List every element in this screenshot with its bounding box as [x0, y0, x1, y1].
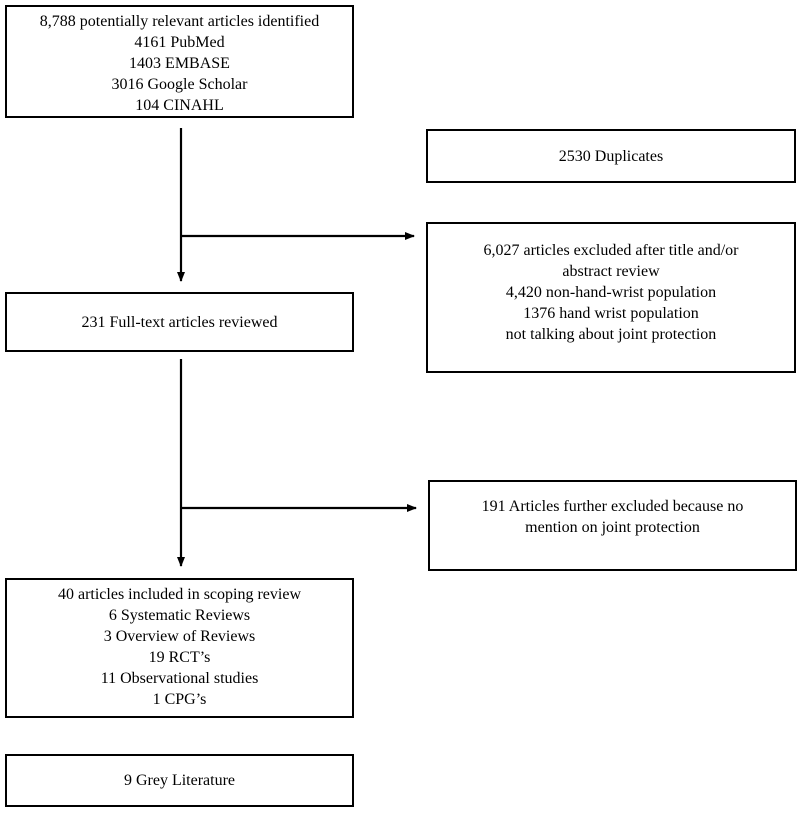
full-text-box: 231 Full-text articles reviewed [5, 292, 354, 352]
excluded-full-text-box: 191 Articles further excluded because no… [428, 480, 797, 571]
identified-cinahl: 104 CINAHL [135, 97, 224, 114]
excluded-non-hand-wrist: 4,420 non-hand-wrist population [505, 284, 717, 301]
excluded-full-text-line-2: mention on joint protection [525, 519, 700, 536]
included-observational-studies: 11 Observational studies [100, 670, 259, 687]
included-cpgs: 1 CPG’s [152, 691, 207, 708]
excluded-full-text-line-1: 191 Articles further excluded because no [481, 498, 744, 515]
grey-literature-count: 9 Grey Literature [123, 772, 236, 789]
excluded-title-abstract-box: 6,027 articles excluded after title and/… [426, 222, 796, 373]
duplicates-count: 2530 Duplicates [558, 147, 664, 165]
excluded-hand-wrist-cont: not talking about joint protection [505, 326, 717, 343]
included-overview-of-reviews: 3 Overview of Reviews [103, 628, 256, 645]
excluded-title-abstract-total: 6,027 articles excluded after title and/… [483, 242, 739, 259]
excluded-title-abstract-total-cont: abstract review [562, 263, 660, 280]
included-total: 40 articles included in scoping review [57, 586, 302, 603]
full-text-count: 231 Full-text articles reviewed [81, 313, 278, 331]
excluded-hand-wrist: 1376 hand wrist population [523, 305, 699, 322]
included-systematic-reviews: 6 Systematic Reviews [108, 607, 251, 624]
included-rcts: 19 RCT’s [148, 649, 211, 666]
grey-literature-box: 9 Grey Literature [5, 754, 354, 807]
included-box: 40 articles included in scoping review 6… [5, 578, 354, 718]
identified-total: 8,788 potentially relevant articles iden… [39, 13, 320, 30]
identified-pubmed: 4161 PubMed [134, 34, 225, 51]
identification-box: 8,788 potentially relevant articles iden… [5, 5, 354, 118]
identified-embase: 1403 EMBASE [129, 55, 230, 72]
duplicates-box: 2530 Duplicates [426, 129, 796, 183]
identified-google-scholar: 3016 Google Scholar [111, 76, 248, 93]
